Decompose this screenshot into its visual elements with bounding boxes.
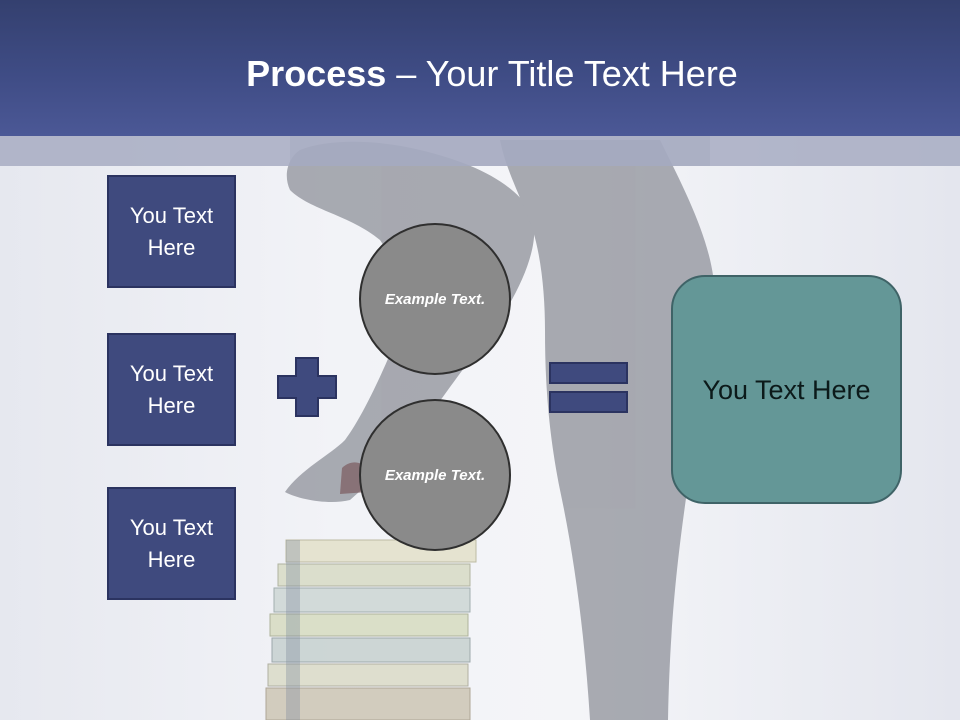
- title-bar: [0, 0, 960, 136]
- title-rest: – Your Title Text Here: [386, 53, 738, 94]
- result-label: You Text Here: [702, 374, 871, 405]
- slide-title: Process – Your Title Text Here: [0, 52, 960, 96]
- title-underband: [0, 136, 960, 166]
- input-box-label: You Text Here: [129, 360, 214, 418]
- example-circle-2: Example Text.: [359, 399, 511, 551]
- input-box-2: You Text Here: [107, 333, 236, 446]
- input-box-label: You Text Here: [129, 514, 214, 572]
- example-circle-1: Example Text.: [359, 223, 511, 375]
- circle-label: Example Text.: [384, 290, 486, 308]
- title-bold: Process: [246, 53, 387, 94]
- input-box-label: You Text Here: [129, 202, 214, 260]
- circle-label: Example Text.: [384, 466, 486, 484]
- input-box-1: You Text Here: [107, 175, 236, 288]
- input-box-3: You Text Here: [107, 487, 236, 600]
- result-box: You Text Here: [671, 275, 902, 504]
